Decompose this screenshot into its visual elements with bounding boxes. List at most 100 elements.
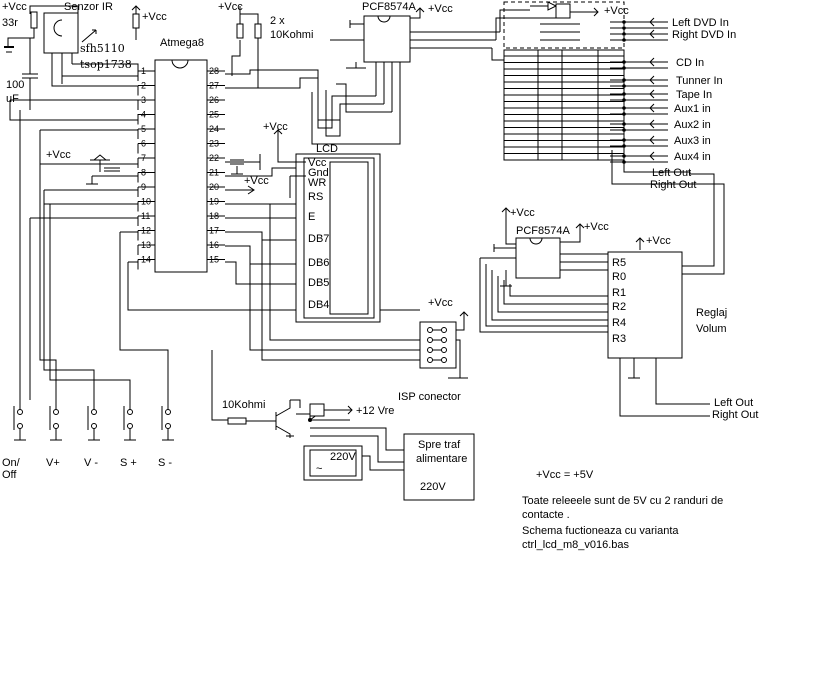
atmega-pin-left-label: 3 (141, 95, 146, 105)
vcc-label-pcf4: +Vcc (646, 235, 671, 247)
lcd-pin-label: Vcc (308, 157, 327, 169)
input-line: Aux3 in (610, 135, 711, 148)
input-line: Left DVD In (610, 17, 729, 30)
input-label: Aux3 in (674, 135, 711, 147)
vcc-label-3: +Vcc (46, 149, 71, 161)
input-label: Tunner In (676, 75, 723, 87)
left-wiring: +Vcc (9, 63, 420, 400)
res2x-label-a: 2 x (270, 15, 285, 27)
input-line: Aux2 in (610, 119, 711, 132)
ir-lens-icon (53, 19, 63, 37)
atmega-pin-left-label: 1 (141, 66, 146, 76)
atmega-pin-left-label: 14 (141, 255, 151, 265)
isp-label: ISP conector (398, 391, 461, 403)
relay-dashed-box (503, 1, 625, 49)
lcd-pin-label: DB5 (308, 277, 329, 289)
lcd-pin-label: DB4 (308, 299, 329, 311)
relay-outputs: Left Out Right Out (611, 150, 725, 275)
left-out-label-2: Left Out (714, 397, 753, 409)
lcd-pin-label: WR (308, 177, 326, 189)
res10k-label: 10Kohmi (222, 399, 265, 411)
vcc-label-isp: +Vcc (428, 297, 453, 309)
input-label: Aux1 in (674, 103, 711, 115)
atmega-pin-left-label: 8 (141, 168, 146, 178)
atmega-pin-left-label: 12 (141, 226, 151, 236)
atmega-pin-left-label: 7 (141, 153, 146, 163)
v12-label: +12 Vre (356, 405, 394, 417)
atmega-pin-left-label: 10 (141, 197, 151, 207)
input-label: Aux2 in (674, 119, 711, 131)
lcd-pin-label: Gnd (308, 167, 329, 179)
pcf-mid-label: PCF8574A (516, 225, 570, 237)
vcc-label-5: +Vcc (244, 175, 269, 187)
pcf-top: PCF8574A +Vcc (311, 1, 500, 145)
diode-icon (530, 1, 558, 11)
push-button: V - (84, 400, 100, 469)
traf-label-b: alimentare (416, 453, 467, 465)
cap100-label-a: 100 (6, 79, 24, 91)
traf-label-a: Spre traf (418, 439, 461, 451)
input-label: CD In (676, 57, 704, 69)
atmega-pin-left-label: 13 (141, 240, 151, 250)
atmega-pin-left-label: 11 (141, 211, 150, 221)
vcc-label-2: +Vcc (142, 11, 167, 23)
vcc-label-lcd: +Vcc (263, 121, 288, 133)
vcc-equation: +Vcc = +5V (536, 469, 594, 481)
note-line-4: ctrl_lcd_m8_v016.bas (522, 539, 630, 551)
note-line-1: Toate releeele sunt de 5V cu 2 randuri d… (522, 495, 723, 507)
input-line: Right DVD In (610, 29, 736, 42)
push-button: On/Off (2, 400, 26, 481)
atmega-pin-left-label: 4 (141, 110, 146, 120)
push-button: S - (158, 400, 174, 469)
vcc-label-pcf2: +Vcc (510, 207, 535, 219)
atmega-pin-right-label: 28 (209, 66, 219, 76)
note-line-3: Schema fuctioneaza cu varianta (522, 525, 679, 537)
atmega-pin-left-label: 5 (141, 124, 146, 134)
input-label: Right DVD In (672, 29, 736, 41)
atmega-pin-right-label: 20 (209, 182, 219, 192)
v220-label: 220V (330, 451, 356, 463)
res2x-label-b: 10Kohmi (270, 29, 313, 41)
vcc-near-atmega: +Vcc (131, 5, 167, 40)
input-line: Tunner In (610, 75, 723, 88)
button-label: Off (2, 469, 17, 481)
reglaj-label-b: Volum (696, 323, 727, 335)
reglaj-label-a: Reglaj (696, 307, 727, 319)
pcf-top-label: PCF8574A (362, 1, 416, 13)
lcd-pin-label: RS (308, 191, 323, 203)
lcd-pin-label: E (308, 211, 315, 223)
atmega-pin-right-label: 18 (209, 211, 219, 221)
atmega-pin-right-label: 21 (209, 168, 219, 178)
isp-connector: +Vcc ISP conector (398, 297, 469, 403)
reglaj-pin-label: R1 (612, 287, 626, 299)
atmega-pin-left-label: 2 (141, 81, 146, 91)
input-line: CD In (610, 57, 704, 70)
atmega-pin-right-label: 16 (209, 240, 219, 250)
vcc-label-pcf1: +Vcc (428, 3, 453, 15)
right-out-label-1: Right Out (650, 179, 696, 191)
atmega-pin-left-label: 6 (141, 139, 146, 149)
ir-receiver (43, 12, 79, 54)
right-out-label-2: Right Out (712, 409, 758, 421)
note-line-2: contacte . (522, 509, 570, 521)
input-label: Tape In (676, 89, 712, 101)
power-relay-block: 10Kohmi +12 Vre 220V ~ Spre traf aliment… (222, 399, 475, 501)
reglaj-pin-label: R2 (612, 301, 626, 313)
r33-label: 33r (2, 17, 18, 29)
button-label: V - (84, 457, 98, 469)
atmega-pin-right-label: 24 (209, 124, 219, 134)
note-block: Toate releeele sunt de 5V cu 2 randuri d… (522, 495, 723, 551)
senzor-ir-label: Senzor IR (64, 1, 113, 13)
reglaj-pin-label: R5 (612, 257, 626, 269)
vcc-label-ir: +Vcc (2, 1, 27, 13)
reglaj-pin-label: R4 (612, 317, 626, 329)
tilde-label: ~ (316, 463, 322, 475)
pcf-mid: +Vcc +Vcc PCF8574A +Vcc (479, 207, 671, 333)
atmega-pin-left-label: 9 (141, 182, 146, 192)
